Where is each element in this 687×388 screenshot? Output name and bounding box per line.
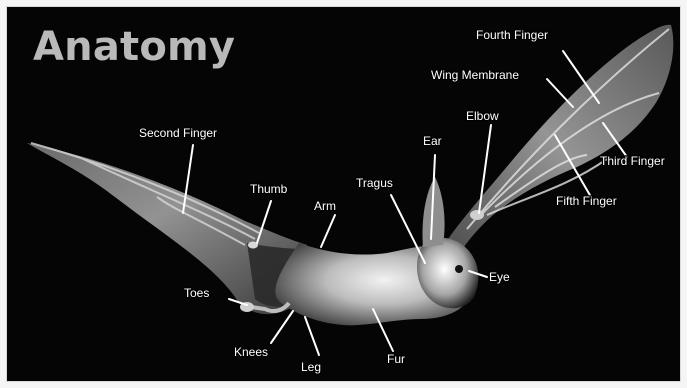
- label-knees: Knees: [234, 345, 268, 359]
- label-fourth-finger: Fourth Finger: [476, 28, 548, 42]
- bat-illustration: Second Finger Thumb Arm Tragus Ear Elbow…: [7, 7, 681, 382]
- label-toes: Toes: [184, 286, 209, 300]
- label-fur: Fur: [387, 352, 405, 366]
- label-thumb: Thumb: [250, 182, 288, 196]
- label-arm: Arm: [314, 199, 336, 213]
- label-third-finger: Third Finger: [600, 154, 665, 168]
- label-eye: Eye: [489, 270, 510, 284]
- label-wing-membrane: Wing Membrane: [431, 68, 519, 82]
- label-fifth-finger: Fifth Finger: [556, 194, 617, 208]
- right-wing-shape: [437, 25, 673, 263]
- label-leg: Leg: [301, 360, 321, 374]
- label-tragus: Tragus: [356, 176, 393, 190]
- bat-elbow-joint: [470, 210, 484, 220]
- bat-eye: [455, 265, 463, 273]
- label-elbow: Elbow: [466, 109, 499, 123]
- label-ear: Ear: [423, 134, 442, 148]
- label-second-finger: Second Finger: [139, 126, 217, 140]
- diagram-frame: Anatomy: [6, 6, 681, 382]
